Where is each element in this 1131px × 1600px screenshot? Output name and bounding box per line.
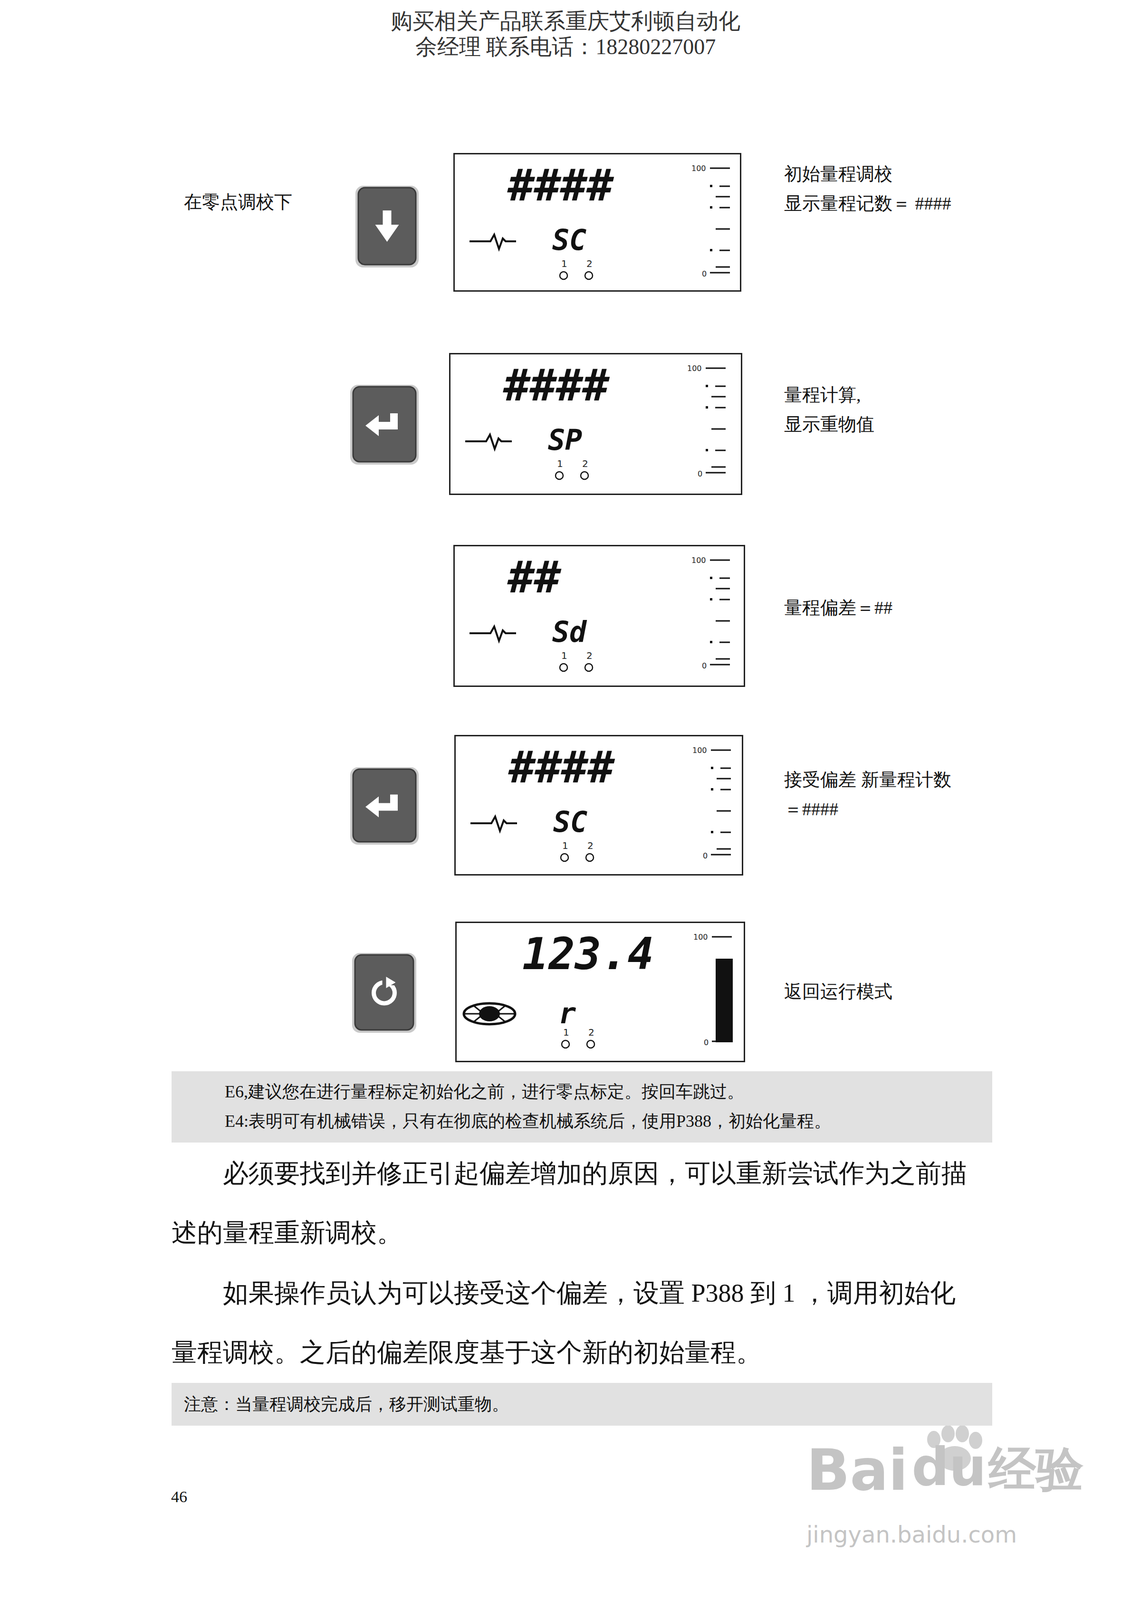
lcd-marker: 1	[556, 459, 564, 469]
step-caption: 量程计算, 显示重物值	[784, 380, 956, 440]
page-number: 46	[171, 1487, 229, 1508]
lcd-readout: SC	[553, 807, 588, 837]
lcd-marker: 0	[703, 1039, 709, 1047]
lcd-display: 123.4 r1 2 100 0	[455, 921, 746, 1063]
lcd-marker: 100	[687, 364, 702, 373]
watermark-text: 经验	[988, 1439, 1112, 1500]
watermark-text: du	[911, 1435, 988, 1501]
lcd-readout: Sd	[552, 617, 587, 647]
lcd-readout: SP	[547, 425, 583, 455]
note-text: E6,建议您在进行量程标定初始化之前，进行零点标定。按回车跳过。	[224, 1083, 745, 1101]
note-text: 注意：当量程调校完成后，移开测试重物。	[183, 1396, 509, 1414]
step-caption: 返回运行模式	[784, 977, 984, 1007]
lcd-readout: ##	[507, 555, 561, 600]
lcd-marker: 0	[697, 470, 703, 479]
body-paragraph: 必须要找到并修正引起偏差增加的原因，可以重新尝试作为之前描述的量程重新调校。	[171, 1144, 980, 1264]
lcd-display: ## Sd 1 2 100 0	[453, 545, 746, 688]
lcd-marker: 2	[586, 651, 593, 661]
header-text: 购买相关产品联系重庆艾利顿自动化	[0, 7, 1131, 36]
step-caption: 接受偏差 新量程计数＝####	[784, 765, 956, 825]
watermark-text: Bai	[806, 1435, 930, 1507]
lcd-readout: ####	[503, 364, 610, 408]
lcd-readout: ####	[508, 746, 615, 790]
lcd-readout: ####	[507, 163, 614, 208]
lcd-readout: SC	[552, 225, 587, 255]
lcd-marker: 1	[561, 258, 568, 269]
lcd-display: #### SC 1 2 100 0	[453, 153, 742, 292]
key-button	[355, 185, 419, 268]
note-band: E6,建议您在进行量程标定初始化之前，进行零点标定。按回车跳过。 E4:表明可有机…	[171, 1071, 993, 1143]
lcd-display: #### SC 1 2 100 0	[454, 735, 744, 876]
lcd-marker: 1	[562, 841, 569, 851]
lcd-marker: 100	[692, 747, 708, 755]
lcd-marker: 100	[691, 556, 707, 565]
step-label: 在零点调校下	[183, 191, 341, 214]
key-button	[350, 384, 419, 465]
watermark-text: jingyan.baidu.com	[806, 1520, 1073, 1550]
lcd-marker: 1	[563, 1027, 570, 1038]
lcd-display: #### SP 1 2 100 0	[449, 353, 743, 496]
key-button	[350, 767, 419, 845]
body-paragraph: 如果操作员认为可以接受这个偏差，设置 P388 到 1 ，调用初始化量程调校。之…	[171, 1264, 980, 1383]
lcd-marker: 2	[588, 1027, 595, 1038]
note-band: 注意：当量程调校完成后，移开测试重物。	[171, 1383, 993, 1427]
lcd-marker: 0	[701, 270, 707, 278]
key-button	[352, 953, 417, 1034]
step-caption: 初始量程调校 显示量程记数＝ ####	[784, 159, 956, 219]
lcd-marker: 0	[701, 662, 707, 671]
lcd-marker: 0	[702, 852, 708, 861]
lcd-marker: 2	[587, 841, 594, 851]
step-caption: 量程偏差＝##	[784, 593, 984, 623]
note-text: E4:表明可有机械错误，只有在彻底的检查机械系统后，使用P388，初始化量程。	[224, 1112, 832, 1131]
lcd-marker: 1	[561, 651, 568, 661]
lcd-marker: 100	[691, 164, 707, 173]
lcd-marker: 100	[693, 933, 709, 942]
lcd-readout: r	[558, 999, 576, 1028]
header-text: 余经理 联系电话：18280227007	[0, 33, 1131, 61]
lcd-marker: 2	[582, 459, 589, 469]
lcd-marker: 2	[586, 258, 593, 269]
lcd-readout: 123.4	[522, 932, 654, 977]
